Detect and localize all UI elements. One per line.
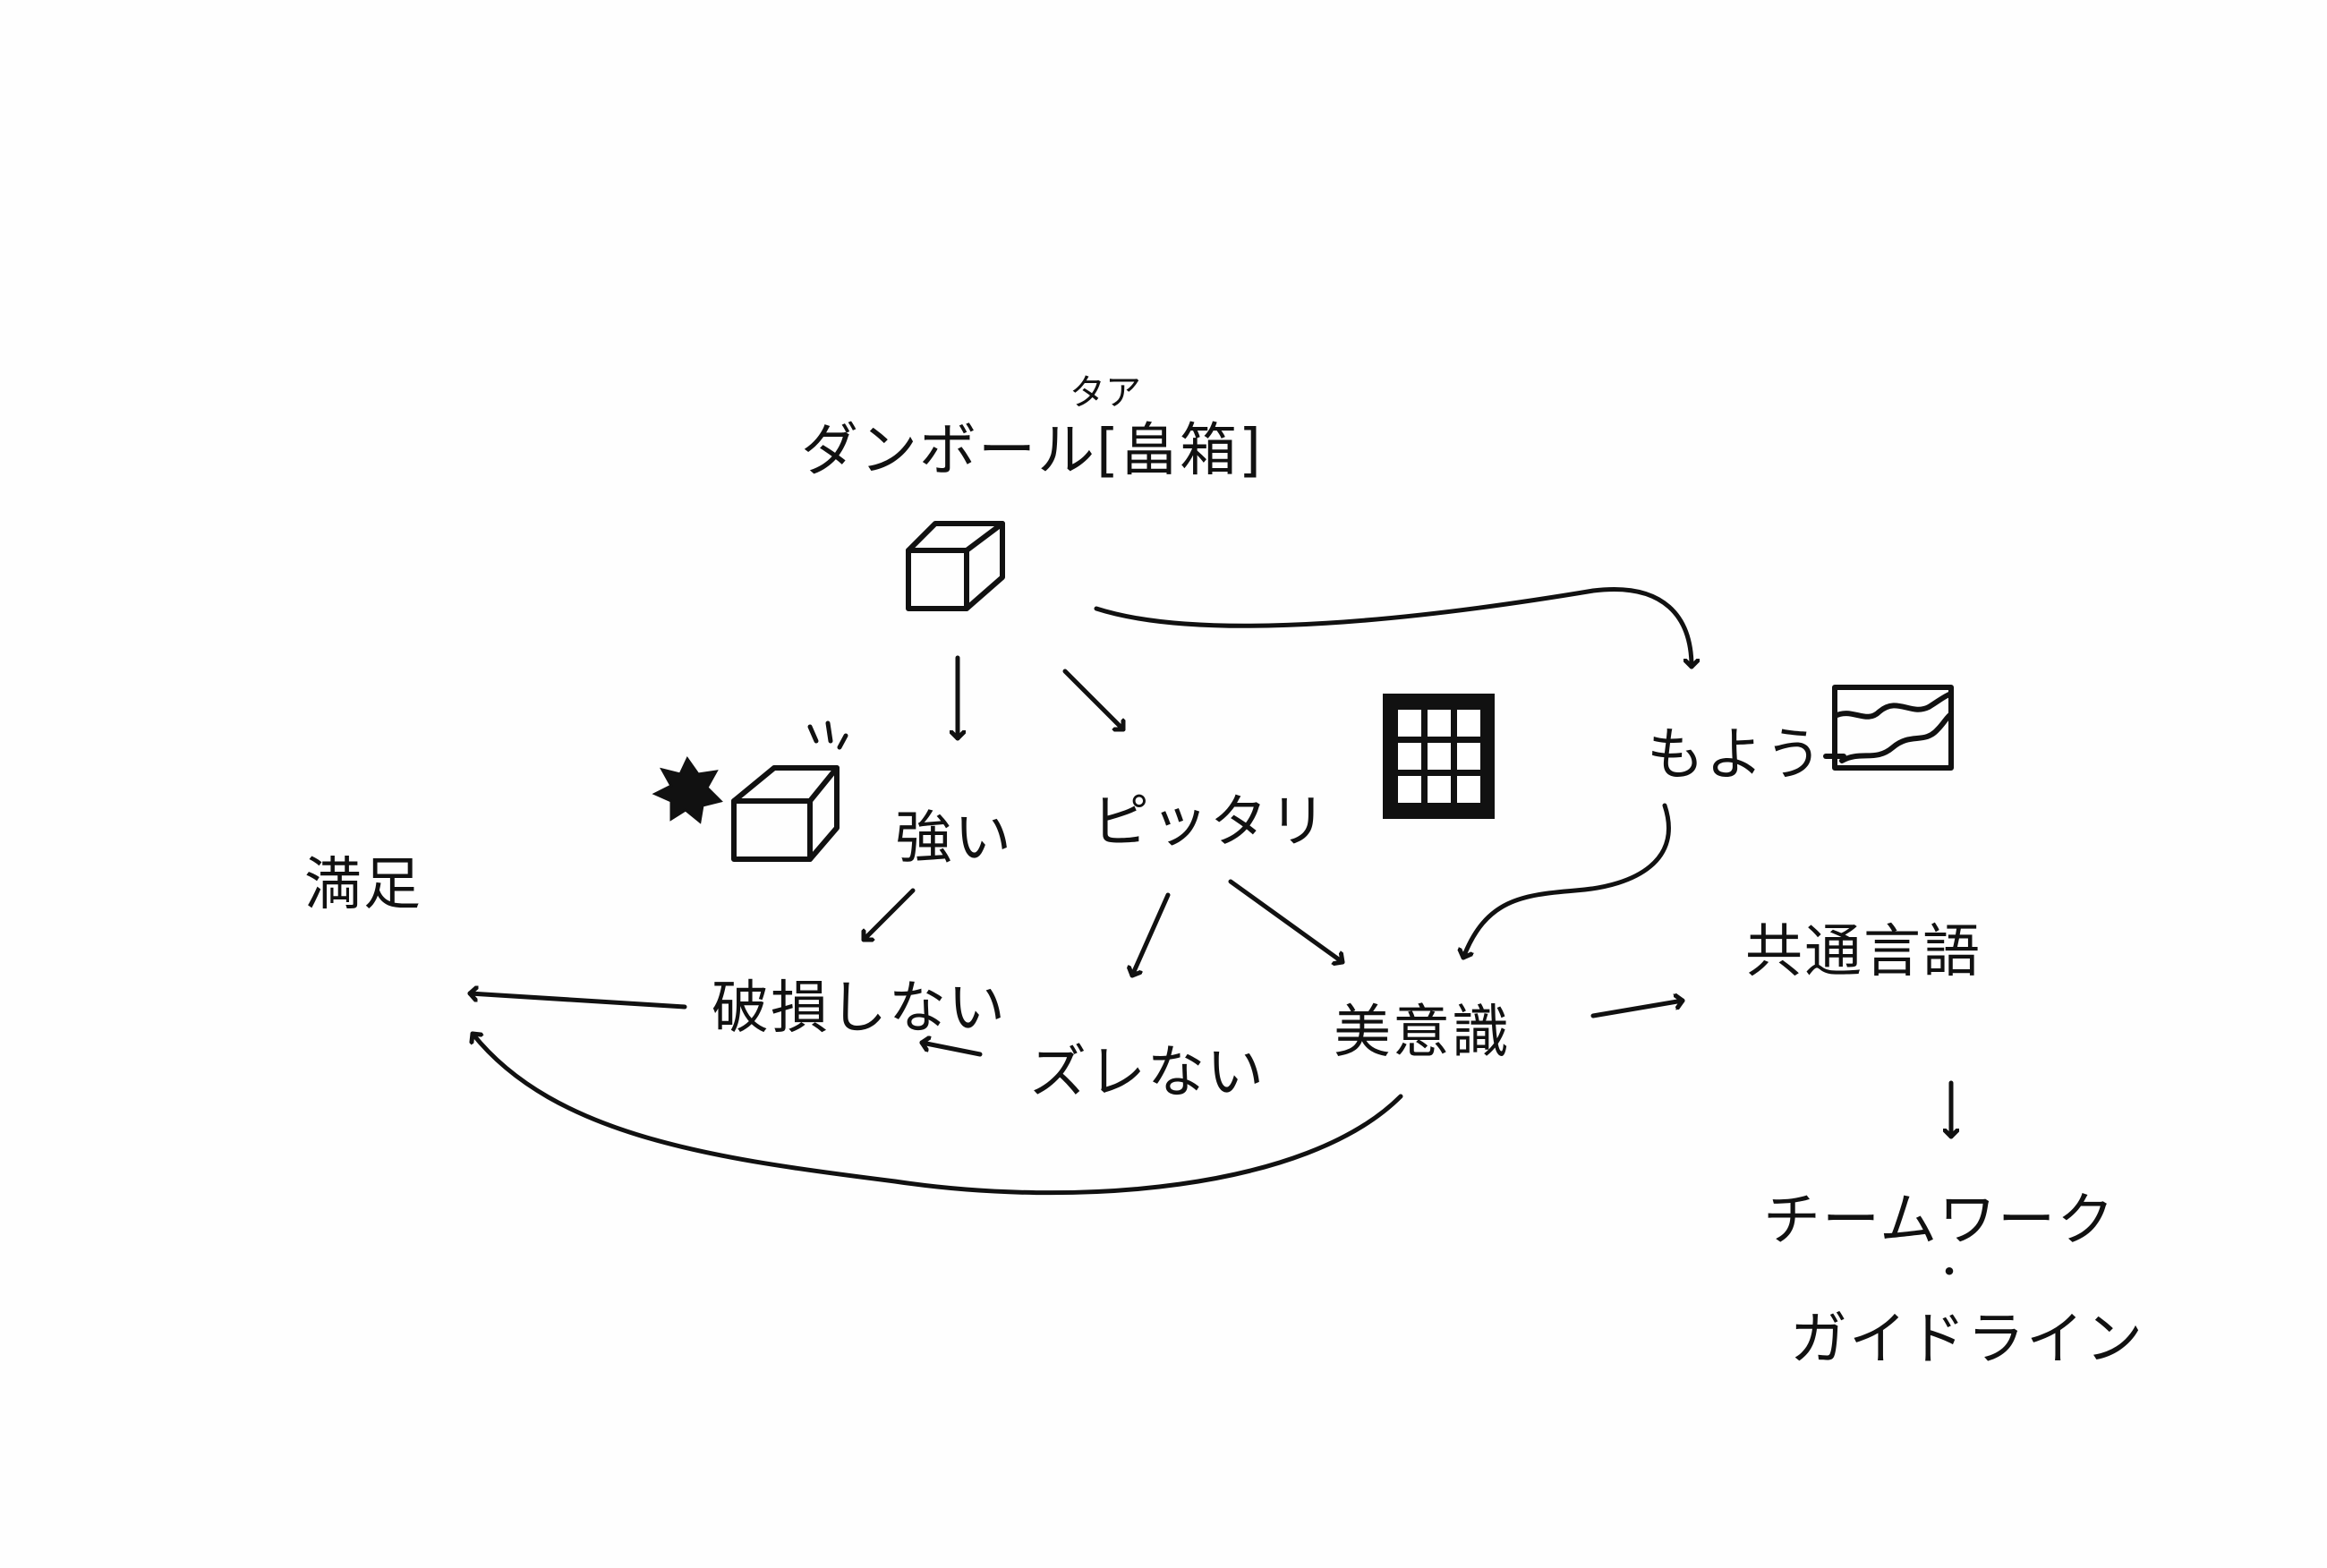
aesthetic-label: 美意識	[1334, 1000, 1511, 1066]
arrow-no-damage-to-satisfaction	[467, 993, 687, 1010]
guideline-label: ガイドライン	[1790, 1307, 2144, 1373]
arrow-fit-to-no-shift	[1132, 892, 1171, 978]
pattern-card-icon	[1823, 685, 1954, 771]
arrow-aesthetic-to-satisfaction	[473, 1031, 1403, 1196]
arrow-pattern-to-aesthetic	[1463, 803, 1671, 960]
shared-language-label: 共通言語	[1745, 919, 1982, 985]
teamwork-label: チームワーク	[1763, 1188, 2116, 1254]
arrow-fit-to-aesthetic	[1228, 879, 1345, 962]
no-shift-label: ズレない	[1029, 1040, 1266, 1106]
no-damage-label: 破損しない	[712, 976, 1007, 1042]
title-label: ダンボール[畠箱]	[801, 418, 1263, 484]
satisfaction-label: 満足	[304, 852, 422, 918]
arrow-box-to-fit	[1062, 669, 1126, 732]
arrow-strong-to-no-damage	[861, 888, 916, 942]
fit-label: ピッタリ	[1092, 789, 1328, 856]
impact-box-icon	[652, 720, 848, 862]
arrow-box-to-pattern	[1094, 587, 1692, 669]
grid-window-icon	[1383, 694, 1495, 819]
arrow-aesthetic-to-shared-language	[1590, 1001, 1685, 1018]
cardboard-box-icon	[906, 521, 1005, 611]
pattern-label: もよう	[1647, 722, 1824, 788]
impact-burst-icon	[652, 756, 723, 824]
strong-label: 強い	[895, 805, 1013, 872]
teamwork-dot: ・	[1931, 1252, 1967, 1293]
title-ruby: タア	[1070, 372, 1141, 413]
arrow-no-shift-to-no-damage	[919, 1043, 983, 1057]
